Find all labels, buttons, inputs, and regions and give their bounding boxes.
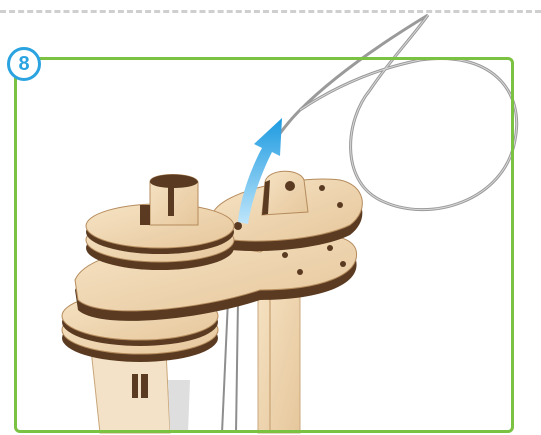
step-number-badge: 8 bbox=[7, 47, 41, 81]
step-number: 8 bbox=[18, 54, 29, 74]
step-frame bbox=[14, 57, 514, 433]
